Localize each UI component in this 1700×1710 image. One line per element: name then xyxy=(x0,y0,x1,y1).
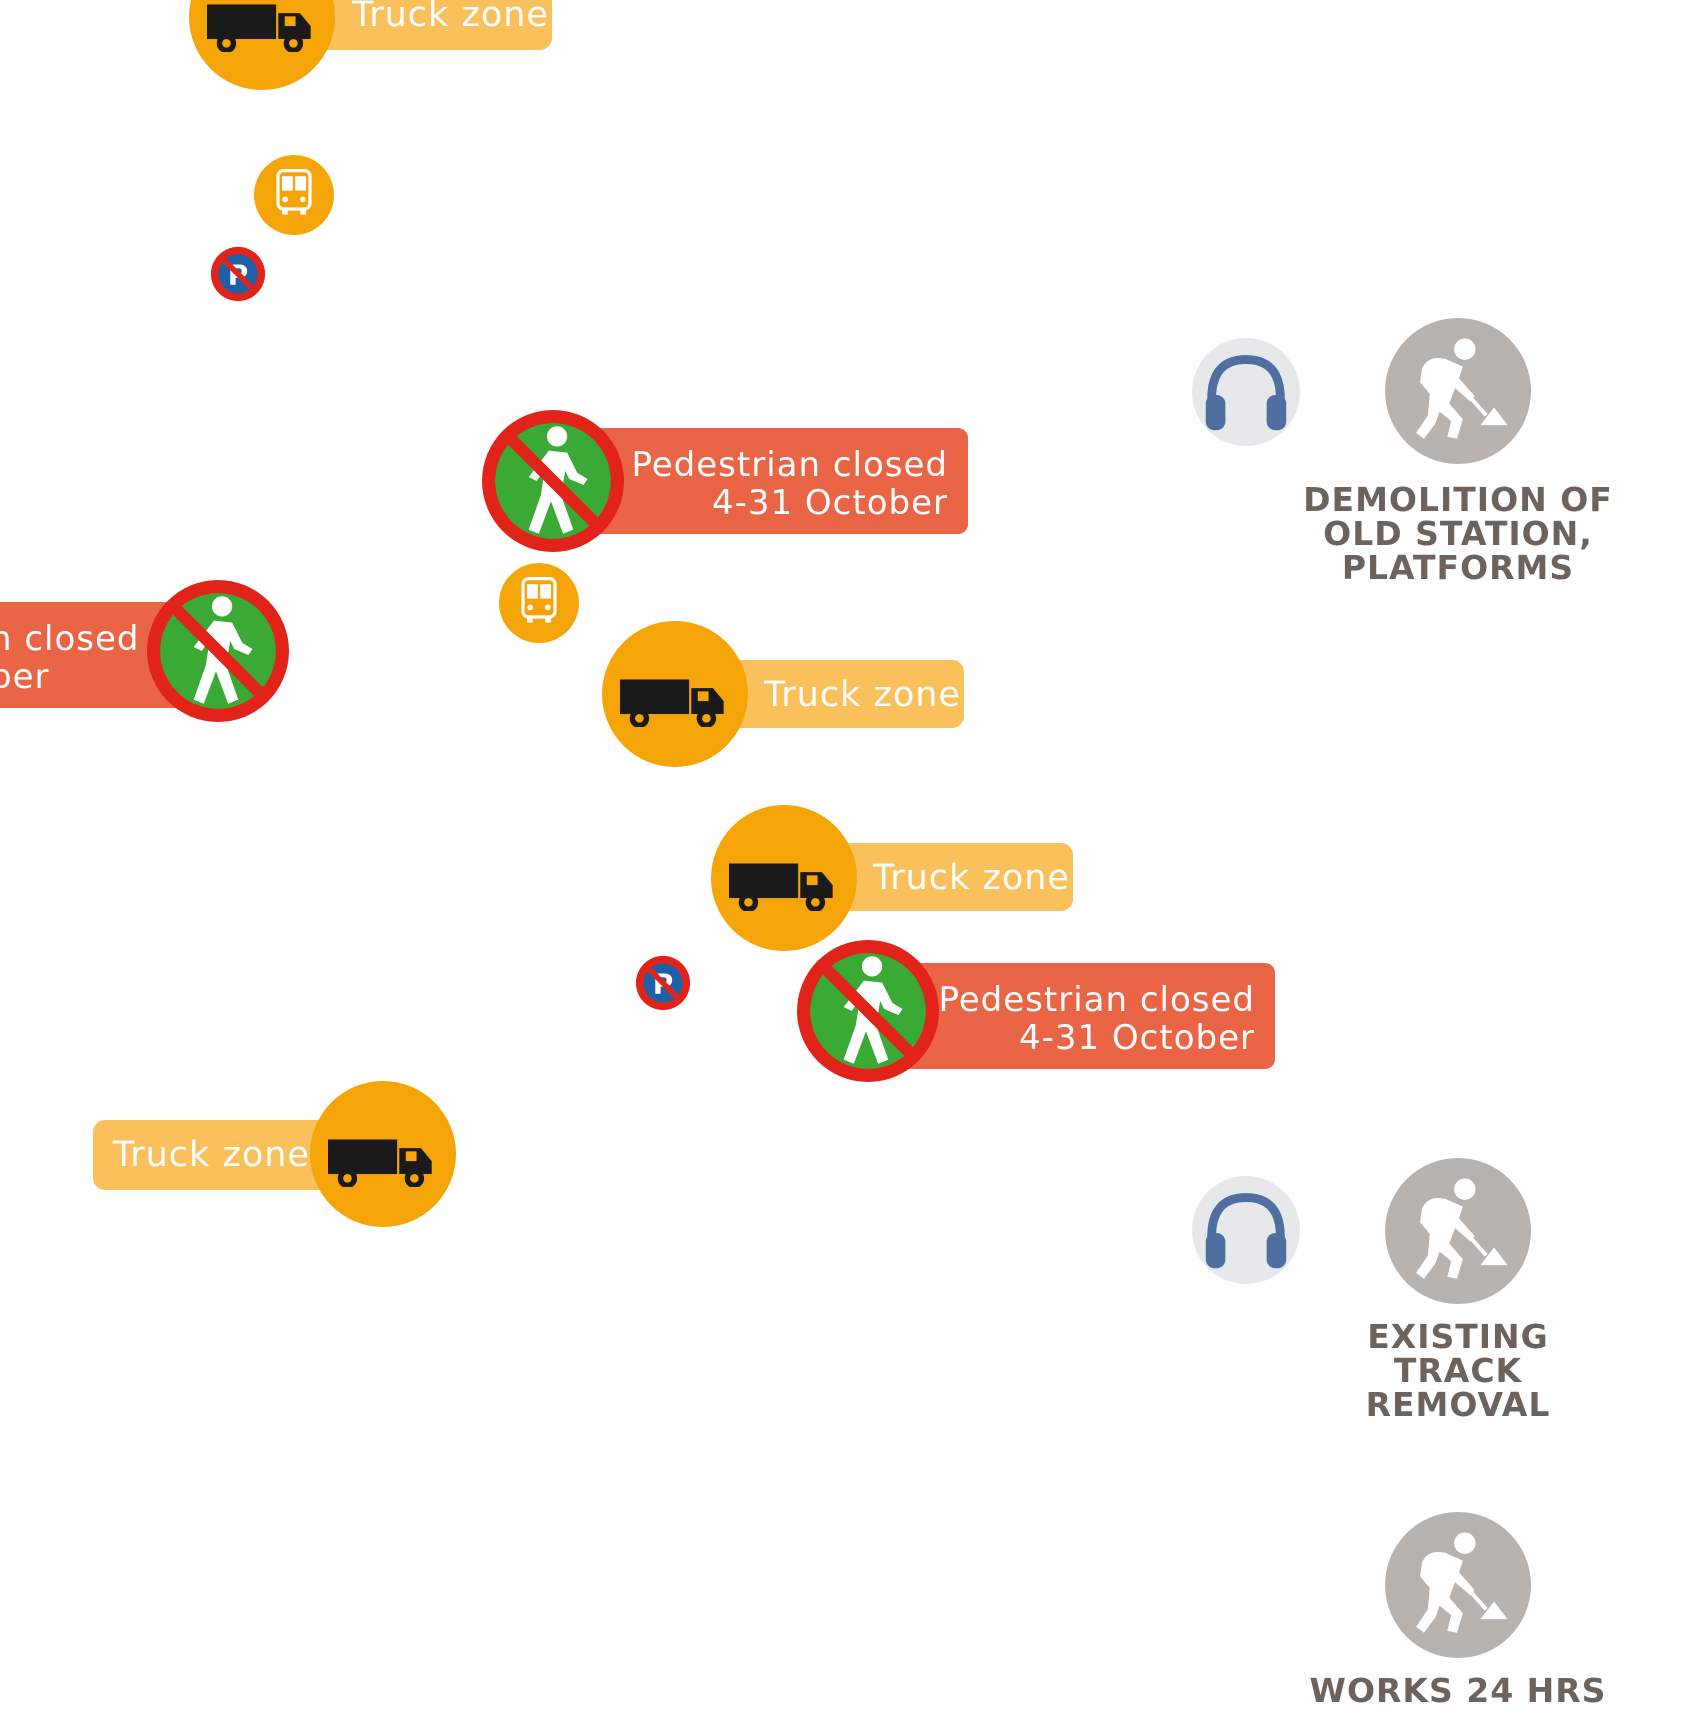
works-label-demolition: DEMOLITION OF OLD STATION, PLATFORMS xyxy=(1298,483,1618,585)
truck-zone-text: Truck zone xyxy=(764,675,961,715)
no-parking-icon[interactable] xyxy=(210,246,266,302)
bus-stop-marker[interactable] xyxy=(254,155,334,235)
truck-icon xyxy=(207,0,315,52)
works-label-track-removal: EXISTING TRACK REMOVAL xyxy=(1298,1320,1618,1422)
bus-stop-marker[interactable] xyxy=(499,563,579,643)
works-label-line: OLD STATION, xyxy=(1323,514,1593,553)
bus-icon xyxy=(274,168,314,218)
truck-zone-label: Truck zone xyxy=(712,660,964,728)
works-label-24hrs: WORKS 24 HRS xyxy=(1298,1674,1618,1708)
truck-zone-label: Truck zone xyxy=(821,843,1073,911)
works-label-line: DEMOLITION OF xyxy=(1303,480,1613,519)
bus-icon xyxy=(519,576,559,626)
works-label-line: WORKS 24 HRS xyxy=(1309,1671,1607,1710)
pedestrian-closed-line1: Pedestrian closed xyxy=(938,980,1255,1020)
truck-zone-text: Truck zone xyxy=(352,0,549,35)
no-pedestrian-icon[interactable] xyxy=(797,940,939,1082)
pedestrian-closed-line2: 4-31 October xyxy=(1018,1018,1255,1058)
works-label-line: PLATFORMS xyxy=(1341,548,1575,587)
no-pedestrian-icon[interactable] xyxy=(147,580,289,722)
no-parking-icon[interactable] xyxy=(635,955,691,1011)
pedestrian-closed-line1: n closed xyxy=(0,619,140,659)
no-pedestrian-icon[interactable] xyxy=(482,410,624,552)
headphones-icon xyxy=(1192,1176,1300,1284)
truck-zone-text: Truck zone xyxy=(113,1135,310,1175)
headphones-icon xyxy=(1192,338,1300,446)
works-label-line: REMOVAL xyxy=(1365,1385,1551,1424)
truck-icon xyxy=(620,673,728,727)
worker-icon xyxy=(1385,318,1531,464)
pedestrian-closed-line1: Pedestrian closed xyxy=(631,445,948,485)
truck-zone-label: Truck zone xyxy=(300,0,552,50)
truck-zone-text: Truck zone xyxy=(873,858,1070,898)
truck-icon xyxy=(328,1133,436,1187)
works-label-line: EXISTING TRACK xyxy=(1367,1317,1549,1390)
truck-icon xyxy=(729,857,837,911)
worker-icon xyxy=(1385,1158,1531,1304)
pedestrian-closed-line2: 4-31 October xyxy=(711,483,948,523)
worker-icon xyxy=(1385,1512,1531,1658)
pedestrian-closed-line2: ber xyxy=(0,657,50,697)
